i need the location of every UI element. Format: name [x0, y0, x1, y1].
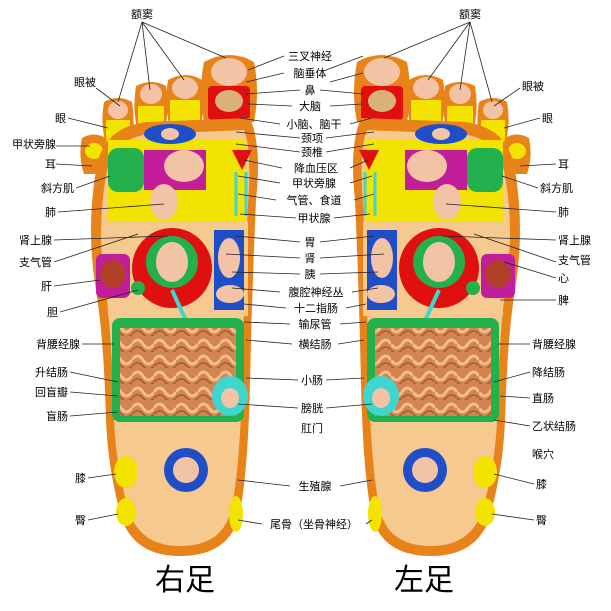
- label-pancreas: 胰: [305, 267, 316, 281]
- label-pituitary: 脑垂体: [294, 66, 327, 80]
- label-right-hip: 臀: [75, 514, 86, 527]
- label-right-adrenal: 肾上腺: [19, 233, 52, 247]
- label-duodenum: 十二指肠: [294, 301, 338, 315]
- label-left-eye-cover: 眼被: [522, 80, 544, 93]
- label-neck: 颈项: [301, 132, 323, 145]
- label-left-knee: 膝: [536, 478, 547, 491]
- label-transverse-colon: 横结肠: [299, 337, 332, 351]
- label-right-ileocecal-valve: 回盲瓣: [35, 385, 68, 399]
- label-gonads: 生殖腺: [299, 479, 332, 493]
- label-left-rectum: 直肠: [532, 391, 554, 405]
- label-left-hip: 臀: [536, 514, 547, 527]
- label-left-throat-point: 喉穴: [532, 447, 554, 461]
- label-left-eye: 眼: [542, 112, 553, 125]
- label-left-lung: 肺: [558, 206, 569, 219]
- label-left-heart: 心: [558, 272, 569, 285]
- label-right-sinus: 额窦: [131, 8, 153, 21]
- label-right-eye: 眼: [55, 112, 66, 125]
- label-left-sigmoid-colon: 乙状结肠: [532, 419, 576, 433]
- label-right-knee: 膝: [75, 472, 86, 485]
- label-bladder: 膀胱: [301, 401, 323, 415]
- label-thyroid: 甲状腺: [298, 211, 331, 225]
- label-right-liver: 肝: [41, 280, 52, 293]
- label-right-ascending-colon: 升结肠: [35, 366, 68, 379]
- label-left-spleen: 脾: [558, 293, 569, 307]
- right-foot-title: 右足: [155, 563, 215, 598]
- label-left-ear: 耳: [558, 158, 569, 171]
- label-right-ear: 耳: [45, 158, 56, 171]
- label-left-back-gland: 背腰经腺: [532, 337, 576, 351]
- label-anus: 肛门: [301, 421, 323, 435]
- label-bp-lowering-zone: 降血压区: [294, 161, 338, 175]
- label-trachea-esophagus: 气管、食道: [287, 193, 342, 207]
- label-cervical-spine: 颈椎: [301, 145, 323, 159]
- label-cerebrum: 大脑: [299, 99, 321, 113]
- label-right-back-gland: 背腰经腺: [36, 337, 80, 351]
- label-coccyx-sciatic: 尾骨（坐骨神经）: [270, 517, 358, 531]
- label-left-descending-colon: 降结肠: [532, 365, 565, 379]
- label-left-adrenal: 肾上腺: [558, 233, 591, 247]
- label-left-trapezius: 斜方肌: [540, 181, 573, 195]
- label-ureter: 输尿管: [299, 317, 332, 331]
- label-kidney: 肾: [305, 252, 316, 265]
- label-right-bronchus: 支气管: [19, 255, 52, 269]
- center-labels: 三叉神经 脑垂体 鼻 大脑 小脑、脑干 颈项 颈椎 降血压区 甲状旁腺 气管、食…: [270, 49, 358, 531]
- label-small-intestine: 小肠: [301, 374, 323, 387]
- label-left-sinus: 额窦: [459, 8, 481, 21]
- label-right-cecum: 盲肠: [46, 409, 68, 423]
- label-right-eye-cover: 眼被: [74, 76, 96, 89]
- right-foot-illustration: [80, 55, 258, 556]
- left-foot-illustration: [353, 55, 531, 556]
- label-right-trapezius: 斜方肌: [41, 181, 74, 195]
- label-left-bronchus: 支气管: [558, 253, 591, 267]
- label-cerebellum-brainstem: 小脑、脑干: [287, 118, 342, 131]
- label-nose: 鼻: [305, 83, 316, 97]
- label-right-parathyroid: 甲状旁腺: [12, 137, 56, 151]
- label-right-gallbladder: 胆: [47, 306, 58, 319]
- label-stomach: 胃: [305, 236, 316, 249]
- label-parathyroid: 甲状旁腺: [292, 176, 336, 190]
- label-trigeminal: 三叉神经: [288, 49, 332, 63]
- left-foot-title: 左足: [394, 563, 454, 598]
- label-right-lung: 肺: [45, 206, 56, 219]
- label-celiac-plexus: 腹腔神经丛: [289, 285, 344, 299]
